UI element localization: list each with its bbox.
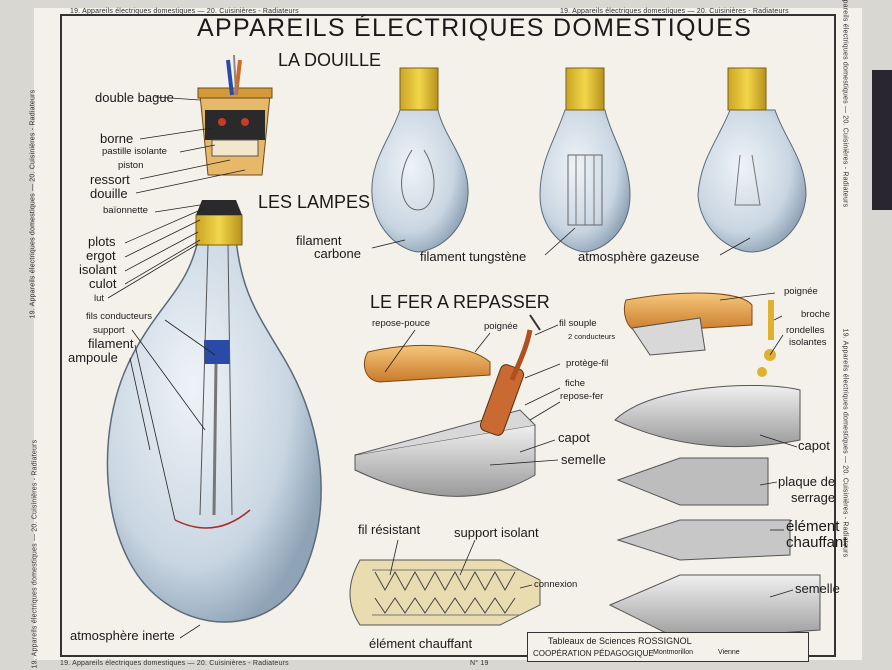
tungsten-bulb-drawing (539, 67, 631, 253)
poster-title: APPAREILS ÉLECTRIQUES DOMESTIQUES (197, 14, 753, 42)
label-semelle: semelle (561, 452, 606, 467)
label-support-isolant: support isolant (454, 525, 539, 540)
background-strip (872, 70, 892, 210)
heating-element-drawing (349, 559, 541, 626)
iron-exploded-drawing (608, 292, 821, 641)
label-capot: capot (558, 430, 590, 445)
label-filament: filament (88, 336, 134, 351)
label-douille: douille (90, 186, 128, 201)
publisher-line-2: COOPÉRATION PÉDAGOGIQUE (533, 649, 654, 658)
edge-text-top-left: 19. Appareils électriques domestiques — … (70, 8, 299, 15)
label-piston: piston (118, 160, 144, 171)
section-lampes: LES LAMPES (258, 192, 371, 212)
label-serrage: serrage (791, 490, 836, 505)
label-filament-carbone-1: filament (296, 233, 342, 248)
label-poignee: poignée (484, 321, 518, 332)
label-element: élément (786, 518, 840, 535)
label-atmosphere-gazeuse: atmosphère gazeuse (578, 249, 700, 264)
publisher-line-1: Tableaux de Sciences ROSSIGNOL (548, 636, 692, 646)
label-ressort: ressort (90, 172, 130, 187)
label-element-chauffant: élément chauffant (369, 636, 473, 651)
label-fiche: fiche (565, 378, 586, 389)
label-isolant: isolant (79, 262, 117, 277)
label-fil-resistant: fil résistant (358, 522, 421, 537)
iron-drawing (354, 314, 541, 497)
section-fer: LE FER A REPASSER (370, 292, 550, 312)
edge-text-bottom-right: N° 19 (470, 660, 489, 667)
label-repose-pouce: repose-pouce (372, 318, 431, 329)
publisher-city: Montmorillon (653, 649, 694, 656)
section-douille: LA DOUILLE (278, 50, 382, 70)
socket-drawing (197, 54, 273, 176)
label-atmosphere-inerte: atmosphère inerte (70, 628, 175, 643)
large-bulb-drawing (106, 200, 322, 623)
label-filament-tungstene: filament tungstène (420, 249, 527, 264)
edge-text-bottom: 19. Appareils électriques domestiques — … (60, 660, 289, 667)
label-plaque: plaque de (778, 474, 836, 489)
label-2-conducteurs: 2 conducteurs (568, 332, 616, 341)
label-baionnette: baïonnette (103, 205, 148, 216)
label-fil-souple: fil souple (559, 318, 597, 329)
label-chauffant: chauffant (786, 534, 848, 551)
label-connexion: connexion (534, 579, 578, 590)
carbon-bulb-drawing (371, 67, 469, 253)
label-poignee-2: poignée (784, 286, 818, 297)
label-isolantes: isolantes (789, 337, 827, 348)
label-culot: culot (89, 276, 117, 291)
label-support: support (93, 325, 125, 336)
label-rondelles: rondelles (786, 325, 825, 336)
publisher-region: Vienne (718, 649, 740, 656)
gas-bulb-drawing (697, 67, 807, 253)
label-fils-conducteurs: fils conducteurs (86, 311, 153, 322)
leader-lines (107, 96, 798, 639)
publisher-box: Tableaux de Sciences ROSSIGNOL COOPÉRATI… (527, 632, 809, 662)
poster-frame (60, 14, 836, 657)
label-broche: broche (801, 309, 831, 320)
label-plots: plots (88, 234, 116, 249)
edge-text-top: 19. Appareils électriques domestiques — … (560, 8, 789, 15)
label-repose-fer: repose-fer (560, 391, 604, 402)
label-lut: lut (94, 293, 105, 304)
label-filament-carbone-2: carbone (314, 246, 361, 261)
label-borne: borne (100, 131, 134, 146)
label-ergot: ergot (86, 248, 116, 263)
label-ampoule: ampoule (68, 350, 118, 365)
label-protege-fil: protège-fil (566, 358, 609, 369)
label-pastille: pastille isolante (102, 146, 167, 157)
label-semelle-2: semelle (795, 581, 840, 596)
label-capot-2: capot (798, 438, 830, 453)
label-double-bague: double bague (95, 90, 174, 105)
